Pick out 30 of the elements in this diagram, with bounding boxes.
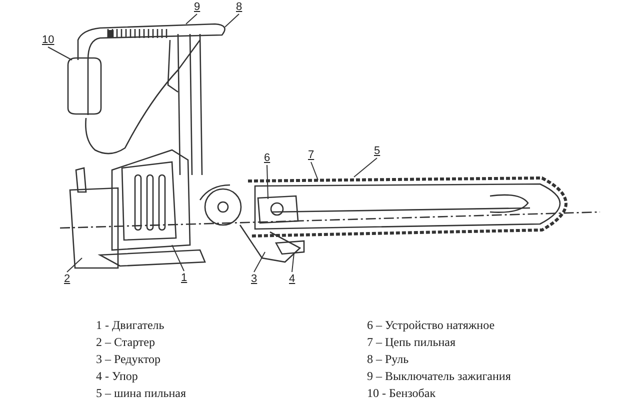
callout-number: 3 <box>251 273 258 285</box>
callout-number: 5 <box>374 145 380 157</box>
callout-number: 6 <box>264 152 270 164</box>
leader-line <box>48 46 72 60</box>
callout-number: 7 <box>308 149 314 161</box>
callout-number: 4 <box>289 273 296 285</box>
leader-line <box>172 244 184 272</box>
leader-line <box>354 158 378 178</box>
leader-line <box>254 252 266 272</box>
callout-number: 2 <box>64 273 70 285</box>
callout-number: 8 <box>236 1 242 13</box>
legend-text: 6 – Устройство натяжное <box>367 318 495 332</box>
legend-text: 1 - Двигатель <box>96 318 164 332</box>
legend-text: 8 – Руль <box>367 352 409 366</box>
leader-line <box>224 14 240 28</box>
legend-text: 10 - Бензобак <box>367 386 436 400</box>
legend-text: 9 – Выключатель зажигания <box>367 369 511 383</box>
leader-line <box>266 164 268 200</box>
leader-line <box>292 252 294 272</box>
callout-number: 1 <box>181 272 188 284</box>
legend-text: 2 – Стартер <box>96 335 155 349</box>
legend-text: 7 – Цепь пильная <box>367 335 456 349</box>
legend-text: 3 – Редуктор <box>96 352 161 366</box>
leader-line <box>186 14 198 24</box>
legend-text: 5 – шина пильная <box>96 386 186 400</box>
leader-line <box>310 162 318 180</box>
callout-number: 9 <box>194 1 200 13</box>
legend-text: 4 - Упор <box>96 369 138 383</box>
leader-line <box>66 258 82 272</box>
callout-number: 10 <box>42 34 54 46</box>
